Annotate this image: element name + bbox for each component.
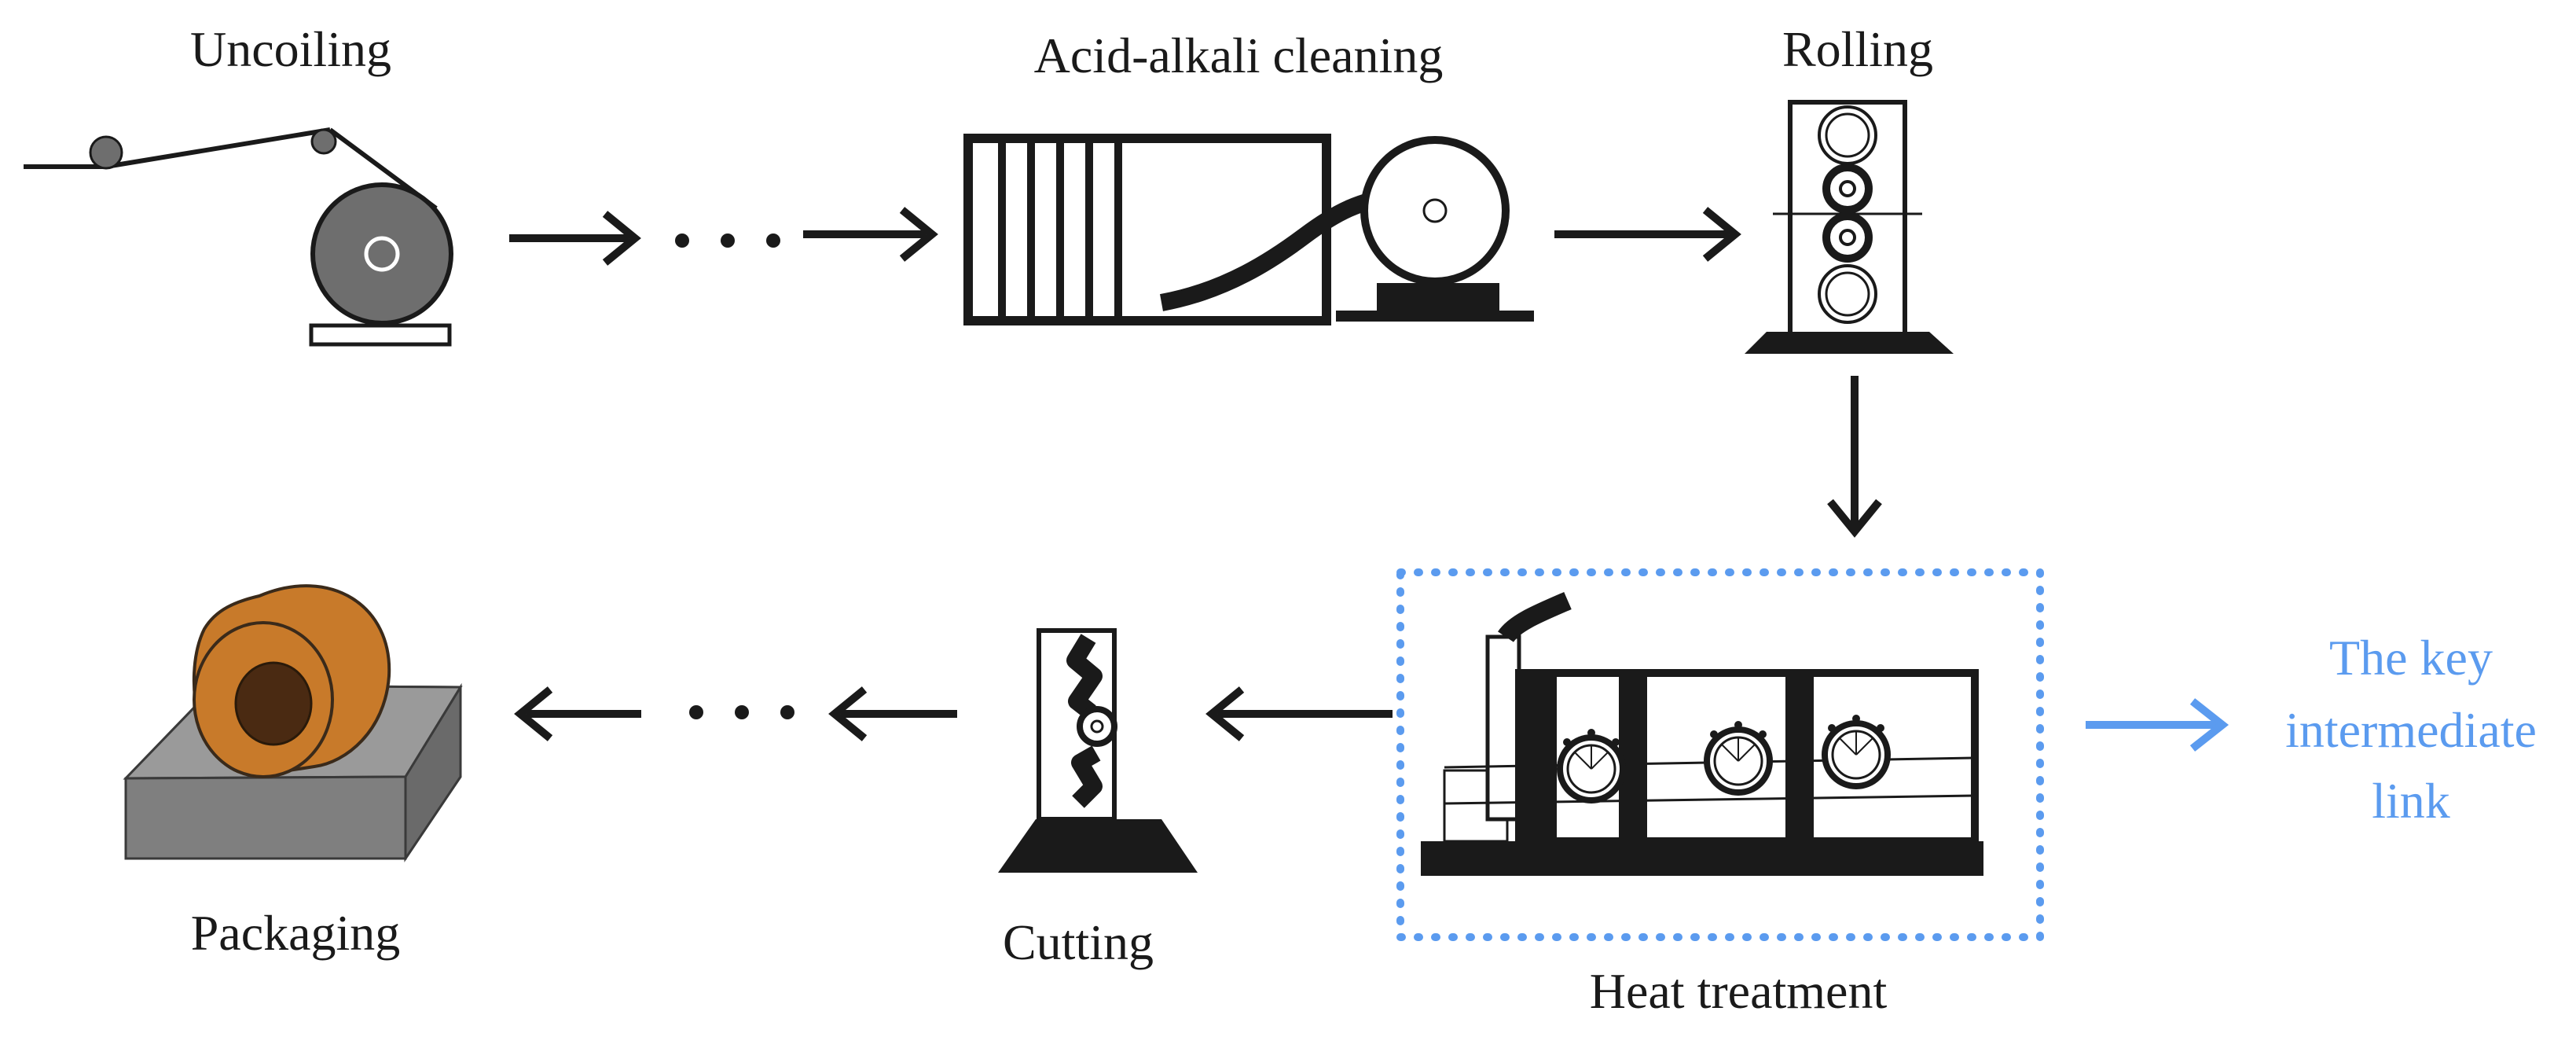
arrow-uncoil-to-dots <box>509 211 641 266</box>
coil-base <box>309 323 452 347</box>
arrow-rolling-to-heat <box>1827 376 1882 538</box>
arrow-cleaning-to-rolling <box>1554 207 1741 262</box>
uncoiling-machine <box>24 127 453 347</box>
gauge-1 <box>1557 729 1626 803</box>
ellipsis-top <box>675 234 780 248</box>
annotation-line-3: link <box>2372 773 2450 829</box>
arrow-heat-to-cutting <box>1205 686 1393 741</box>
guide-roller-2 <box>310 128 337 155</box>
rolling-mill <box>1745 100 1954 354</box>
cleaning-machine <box>963 134 1534 325</box>
label-cutting: Cutting <box>1003 914 1154 970</box>
arrow-dots-to-cleaning <box>803 207 938 262</box>
label-uncoiling: Uncoiling <box>190 21 391 77</box>
gauge-3 <box>1822 715 1891 789</box>
heat-treatment-furnace <box>1421 591 1983 876</box>
arrow-dots-to-packaging <box>514 686 641 741</box>
arrow-key-link <box>2086 698 2229 752</box>
cutting-machine <box>998 628 1198 873</box>
label-packaging: Packaging <box>191 905 401 961</box>
arrow-cutting-to-dots <box>828 686 957 741</box>
packaged-coil <box>123 584 463 862</box>
label-cleaning: Acid-alkali cleaning <box>1034 28 1444 83</box>
gauge-2 <box>1704 721 1773 796</box>
label-rolling: Rolling <box>1782 21 1933 77</box>
ellipsis-bottom <box>689 705 794 719</box>
label-heat-treatment: Heat treatment <box>1590 963 1888 1019</box>
annotation-line-2: intermediate <box>2285 702 2537 758</box>
coil <box>310 182 453 325</box>
guide-roller-1 <box>89 135 123 170</box>
annotation-line-1: The key <box>2329 630 2493 686</box>
